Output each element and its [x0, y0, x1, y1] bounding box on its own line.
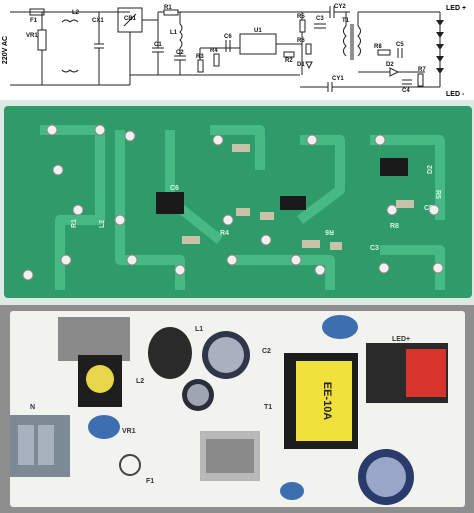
label-R2: R2: [285, 58, 293, 64]
label-top-C2: C2: [262, 348, 271, 355]
pcb-component-side: EE-10A LED+ L1 L2 T1 C2 N VR1 F1: [0, 305, 474, 513]
label-CY1: CY1: [332, 76, 344, 82]
pcb-bottom-photo: R6 R1 L2 D2 C5 R5 C3 R8 C6 R4: [0, 100, 474, 305]
transformer-symbol: [343, 25, 347, 57]
transformer-marking: EE-10A: [321, 382, 333, 421]
choke-symbol: [61, 19, 79, 73]
label-L2: L2: [72, 10, 80, 16]
label-CY2: CY2: [334, 4, 346, 10]
label-top-F1: F1: [146, 478, 154, 485]
label-top-L2: L2: [136, 378, 144, 385]
label-L1: L1: [170, 30, 178, 36]
label-C1: C1: [154, 42, 162, 48]
silk-R1: R1: [71, 219, 78, 228]
label-C6: C6: [224, 34, 232, 40]
varistor-symbol: [37, 29, 47, 51]
label-T1: T1: [342, 18, 350, 24]
silk-R6: R6: [325, 228, 334, 235]
schematic-diagram: 220V AC F1 VR1 L2 CX1 CB1 R1 L1 C1 C2 R3…: [2, 4, 466, 98]
label-top-VR1: VR1: [122, 428, 136, 435]
silk-R8: R8: [390, 223, 399, 230]
fuse-symbol: [29, 8, 45, 16]
pcb-solder-side: R6 R1 L2 D2 C5 R5 C3 R8 C6 R4: [0, 100, 474, 305]
label-top-L1: L1: [195, 326, 203, 333]
controller-ic-symbol: [239, 33, 277, 55]
label-VR1: VR1: [26, 33, 38, 39]
output-plus-label: LED +: [446, 5, 466, 12]
label-C5: C5: [396, 42, 404, 48]
label-R4: R4: [210, 48, 218, 54]
label-R7: R7: [418, 67, 426, 73]
silk-C5: C5: [424, 205, 433, 212]
silk-R4: R4: [220, 230, 229, 237]
label-U1: U1: [254, 28, 262, 34]
silk-R5: R5: [434, 190, 441, 199]
label-C4: C4: [402, 88, 410, 94]
ic-chip-bottom: [156, 192, 184, 214]
circuit-schematic: 220V AC F1 VR1 L2 CX1 CB1 R1 L1 C1 C2 R3…: [0, 0, 474, 100]
label-CX1: CX1: [92, 18, 104, 24]
silk-C6: C6: [170, 185, 179, 192]
label-D2: D2: [386, 62, 394, 68]
label-led-plus: LED+: [392, 336, 410, 343]
label-R8: R8: [374, 44, 382, 50]
led-string-symbol: [436, 20, 444, 74]
silk-L2: L2: [99, 220, 106, 228]
label-top-T1: T1: [264, 404, 272, 411]
label-R5: R5: [297, 14, 305, 20]
cap-VR1: [88, 415, 120, 439]
silk-D2: D2: [427, 165, 434, 174]
cap-CY2: [322, 315, 358, 339]
label-C3: C3: [316, 16, 324, 22]
label-CB1: CB1: [124, 16, 137, 22]
output-minus-label: LED -: [446, 91, 465, 98]
fuse-F1: [119, 454, 141, 476]
inductor-L1: [148, 327, 192, 379]
choke-coil-yellow: [86, 365, 114, 393]
label-R6: R6: [297, 38, 305, 44]
choke-housing: [58, 317, 130, 361]
input-voltage-label: 220V AC: [2, 36, 9, 64]
label-C2: C2: [176, 50, 184, 56]
label-D1: D1: [297, 62, 305, 68]
label-R1: R1: [164, 5, 172, 11]
label-top-N: N: [30, 404, 35, 411]
label-F1: F1: [30, 18, 38, 24]
label-R3: R3: [196, 54, 204, 60]
silk-C3: C3: [370, 245, 379, 252]
pcb-top-photo: EE-10A LED+ L1 L2 T1 C2 N VR1 F1: [0, 305, 474, 513]
